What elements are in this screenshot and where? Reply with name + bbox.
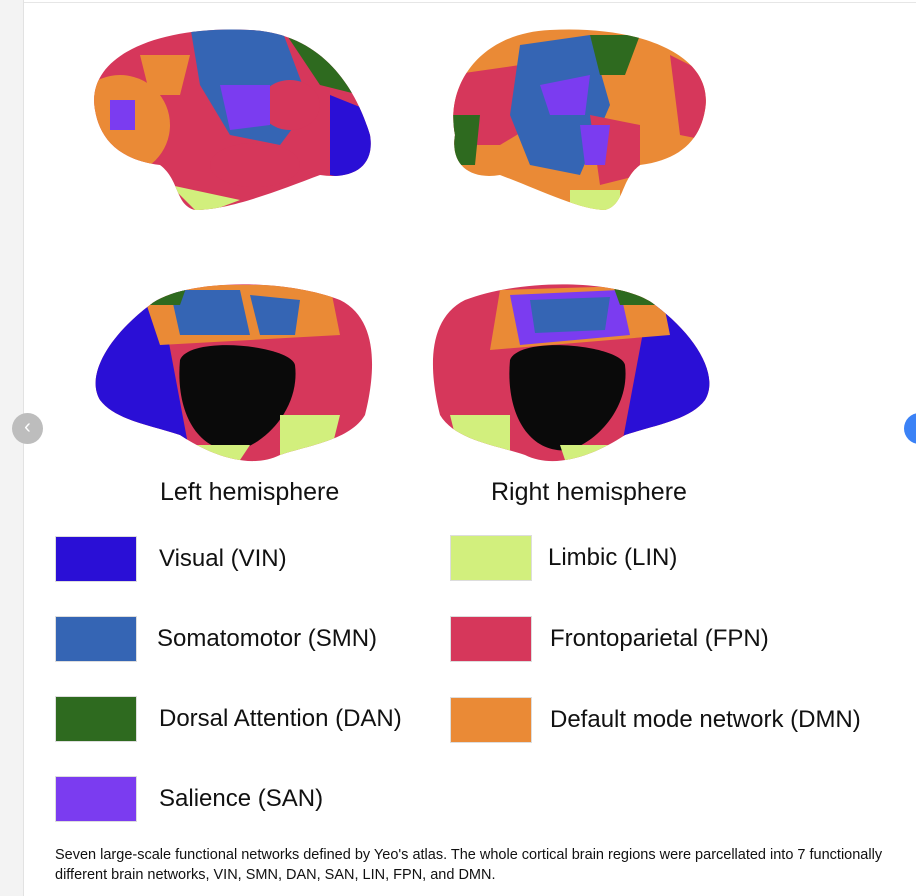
legend-label: Salience (SAN) bbox=[159, 785, 324, 812]
left-lateral-brain bbox=[94, 29, 371, 210]
legend-item-default-mode: Default mode network (DMN) bbox=[450, 697, 861, 743]
legend-item-salience: Salience (SAN) bbox=[55, 776, 323, 822]
top-divider bbox=[24, 2, 916, 3]
legend-item-frontoparietal: Frontoparietal (FPN) bbox=[450, 616, 769, 662]
legend-swatch bbox=[55, 616, 137, 662]
right-medial-brain bbox=[432, 284, 710, 462]
legend-swatch bbox=[55, 696, 137, 742]
legend-item-somatomotor: Somatomotor (SMN) bbox=[55, 616, 377, 662]
legend-label: Dorsal Attention (DAN) bbox=[159, 705, 402, 732]
legend-swatch bbox=[450, 616, 532, 662]
legend-swatch bbox=[450, 535, 532, 581]
left-medial-brain bbox=[95, 284, 373, 462]
previous-image-button[interactable]: ‹ bbox=[12, 413, 43, 444]
legend-label: Visual (VIN) bbox=[159, 545, 287, 572]
legend-label: Limbic (LIN) bbox=[548, 544, 678, 571]
right-lateral-brain bbox=[453, 29, 706, 210]
brain-surface-renderings bbox=[94, 29, 710, 462]
legend-swatch bbox=[55, 776, 137, 822]
chevron-left-icon: ‹ bbox=[24, 416, 31, 438]
legend-label: Frontoparietal (FPN) bbox=[550, 625, 769, 652]
legend-item-limbic: Limbic (LIN) bbox=[450, 535, 677, 581]
legend-item-dorsal-attention: Dorsal Attention (DAN) bbox=[55, 696, 402, 742]
next-image-button[interactable] bbox=[904, 413, 916, 444]
legend-item-visual: Visual (VIN) bbox=[55, 536, 287, 582]
legend-swatch bbox=[55, 536, 137, 582]
legend-label: Somatomotor (SMN) bbox=[157, 625, 378, 652]
left-hemisphere-label: Left hemisphere bbox=[160, 478, 340, 506]
legend-label: Default mode network (DMN) bbox=[550, 706, 861, 733]
legend-swatch bbox=[450, 697, 532, 743]
left-panel-strip bbox=[0, 0, 24, 896]
figure-caption: Seven large-scale functional networks de… bbox=[55, 847, 883, 883]
right-hemisphere-label: Right hemisphere bbox=[491, 478, 687, 506]
